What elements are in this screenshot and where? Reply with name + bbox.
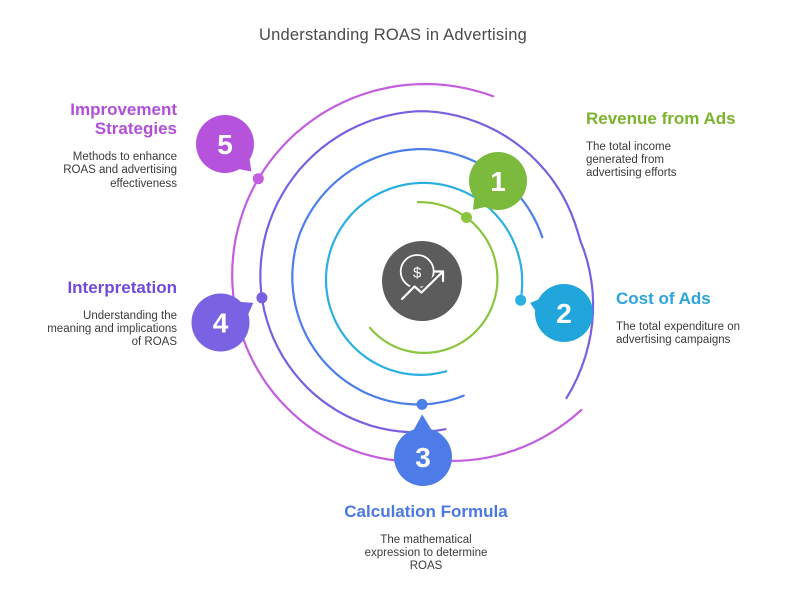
node-4-description: Understanding the meaning and implicatio… [47, 310, 177, 349]
step-bubble-4 [191, 293, 250, 352]
node-calculation-formula: Calculation Formula The mathematical exp… [316, 502, 536, 574]
step-bubble-5 [196, 115, 254, 173]
diagram-title: Understanding ROAS in Advertising [259, 26, 527, 44]
node-3-description: The mathematical expression to determine… [364, 534, 488, 573]
node-3-heading: Calculation Formula [344, 502, 508, 521]
node-5-heading: Improvement Strategies [70, 100, 177, 139]
node-revenue-from-ads: Revenue from Ads The total income genera… [586, 109, 736, 181]
step-dot-5 [252, 173, 264, 185]
dollar-sign-icon: $ [413, 265, 422, 282]
growth-arrow-head-icon [432, 270, 445, 283]
node-2-heading: Cost of Ads [616, 289, 711, 308]
step-number-5: 5 [217, 129, 233, 160]
step-number-4: 4 [213, 308, 229, 339]
node-2-description: The total expenditure on advertising cam… [616, 321, 741, 347]
node-cost-of-ads: Cost of Ads The total expenditure on adv… [616, 289, 740, 347]
step-number-2: 2 [556, 298, 572, 329]
step-bubble-2 [535, 284, 593, 342]
node-1-description: The total income generated from advertis… [586, 141, 677, 180]
spiral-arc-4 [259, 110, 595, 434]
node-improvement-strategies: Improvement Strategies Methods to enhanc… [63, 100, 177, 191]
node-5-description: Methods to enhance ROAS and advertising … [63, 151, 177, 190]
growth-arrow-icon [400, 270, 445, 301]
step-number-1: 1 [490, 166, 506, 197]
step-dot-1 [461, 212, 472, 223]
step-number-3: 3 [415, 442, 431, 473]
spiral-arc-2 [324, 181, 524, 377]
center-circle [382, 241, 462, 321]
step-dot-2 [515, 294, 527, 306]
node-1-heading: Revenue from Ads [586, 109, 736, 128]
node-4-heading: Interpretation [67, 278, 177, 297]
node-interpretation: Interpretation Understanding the meaning… [47, 278, 177, 350]
step-dot-3 [416, 398, 428, 410]
step-bubble-1 [469, 152, 527, 210]
step-bubble-3 [394, 428, 452, 486]
step-dot-4 [256, 292, 268, 304]
